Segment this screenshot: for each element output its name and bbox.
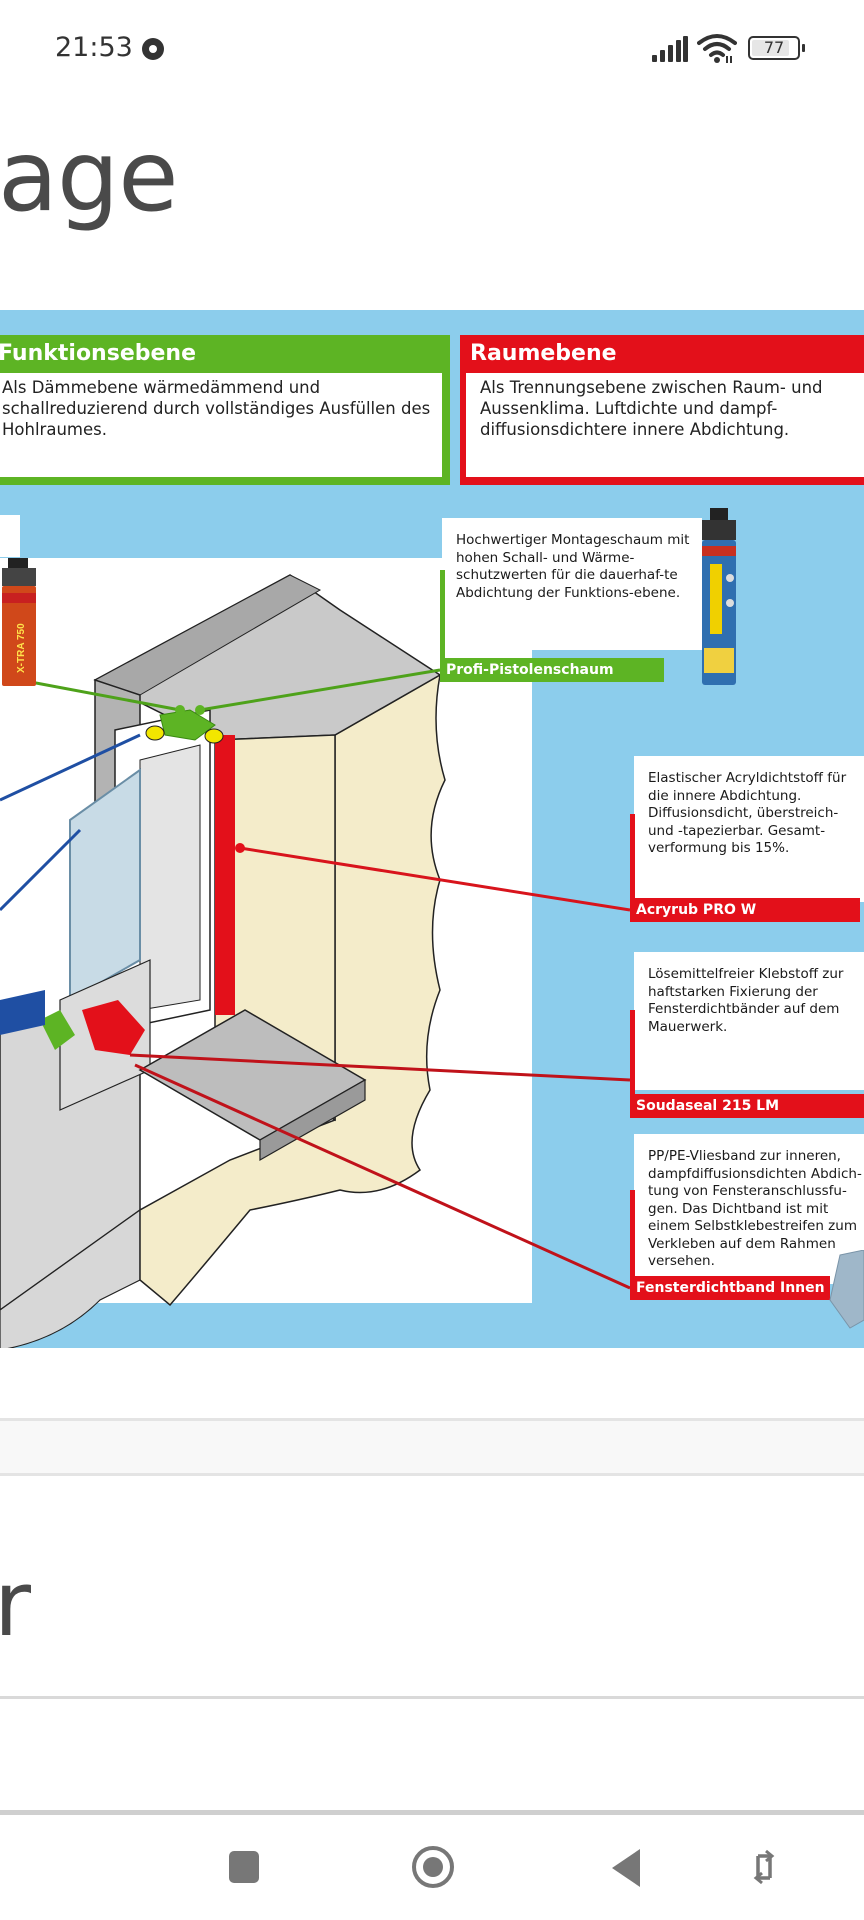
window-section-diagram xyxy=(0,574,631,1348)
callout-text: PP/PE-Vliesband zur inneren, dampfdiffus… xyxy=(648,1148,862,1269)
divider xyxy=(0,1810,864,1815)
callout-fensterdichtband: PP/PE-Vliesband zur inneren, dampfdiffus… xyxy=(634,1134,864,1284)
funktionsebene-text: Als Dämmebene wärmedämmend und schallred… xyxy=(0,373,442,477)
rotate-button[interactable] xyxy=(734,1836,794,1896)
battery-fill xyxy=(752,40,789,56)
infographic-image[interactable]: Funktionsebene Als Dämmebene wärmedämmen… xyxy=(0,310,864,1348)
raumebene-title: Raumebene xyxy=(470,341,617,366)
callout-profi-pistolenschaum: Hochwertiger Montageschaum mit hohen Sch… xyxy=(442,518,702,650)
callout-bar xyxy=(630,1190,635,1290)
callout-bar xyxy=(440,570,445,670)
callout-bar xyxy=(630,1010,635,1110)
tape-roll-icon xyxy=(829,1250,864,1329)
rotate-icon xyxy=(753,1849,775,1885)
callout-label-soudaseal: Soudaseal 215 LM xyxy=(630,1094,864,1118)
funktionsebene-box: Funktionsebene Als Dämmebene wärmedämmen… xyxy=(0,335,450,485)
callout-text: Hochwertiger Montageschaum mit hohen Sch… xyxy=(456,532,690,601)
chrome-icon xyxy=(142,38,164,60)
section-heading: r xyxy=(0,1552,32,1657)
funktionsebene-title: Funktionsebene xyxy=(0,341,196,366)
battery-level: 77 xyxy=(763,38,785,57)
back-icon xyxy=(612,1849,640,1887)
content-band xyxy=(0,1418,864,1476)
can-label: X-TRA 750 xyxy=(16,623,27,673)
battery-icon: 77 xyxy=(748,36,805,60)
status-bar: 21:53 77 xyxy=(0,0,864,96)
home-icon xyxy=(412,1846,454,1888)
callout-label-fensterdichtband: Fensterdichtband Innen xyxy=(630,1276,830,1300)
back-button[interactable] xyxy=(596,1836,656,1896)
xtra750-can-icon: X-TRA 750 xyxy=(2,558,36,686)
system-nav-bar xyxy=(0,1816,864,1920)
recents-button[interactable] xyxy=(212,1836,272,1896)
wifi-icon xyxy=(697,34,737,63)
home-button[interactable] xyxy=(402,1836,462,1896)
left-white-tab xyxy=(0,515,20,557)
callout-bar xyxy=(630,814,635,914)
profi-schaum-can-icon xyxy=(702,508,736,685)
page-heading: age xyxy=(0,120,179,234)
callout-text: Elastischer Acryldichtstoff für die inne… xyxy=(648,770,847,856)
callout-text: Lösemittelfreier Klebstoff zur haftstark… xyxy=(648,966,844,1035)
callout-acryrub: Elastischer Acryldichtstoff für die inne… xyxy=(634,756,864,902)
divider xyxy=(0,1696,864,1699)
recents-icon xyxy=(229,1851,259,1883)
raumebene-box: Raumebene Als Trennungsebene zwischen Ra… xyxy=(460,335,864,485)
signal-icon xyxy=(652,36,688,62)
raumebene-text: Als Trennungsebene zwischen Raum- und Au… xyxy=(466,373,864,477)
callout-soudaseal: Lösemittelfreier Klebstoff zur haftstark… xyxy=(634,952,864,1090)
clock: 21:53 xyxy=(55,32,133,63)
callout-label-profi-pistolenschaum: Profi-Pistolenschaum xyxy=(440,658,664,682)
callout-label-acryrub: Acryrub PRO W xyxy=(630,898,860,922)
